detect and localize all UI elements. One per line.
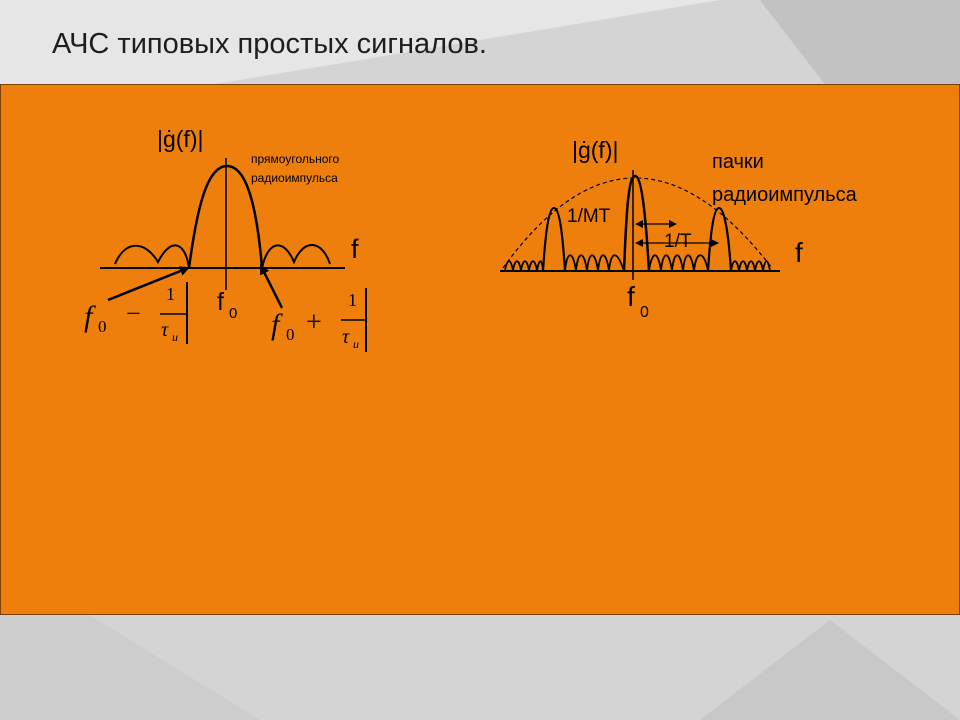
left-spectrum-diagram: |ġ(f)| прямоугольного радиоимпульса f f … (84, 126, 367, 352)
right-center-sub: 0 (640, 304, 649, 321)
right-center-label: f (627, 281, 635, 312)
formula-plus-num: 1 (348, 290, 357, 310)
left-side-lobe-2 (261, 244, 331, 269)
formula-minus-op: − (126, 299, 141, 328)
right-ripples-far-left (504, 260, 544, 272)
formula-minus-num: 1 (166, 284, 175, 304)
slide-title: АЧС типовых простых сигналов. (52, 28, 487, 60)
left-caption-line1: прямоугольного (251, 152, 340, 166)
right-right-peak (706, 206, 733, 272)
formula-minus-den-sub: и (172, 330, 178, 344)
formula-plus-op: + (306, 307, 322, 338)
left-center-sub: 0 (229, 305, 237, 322)
formula-plus-f: f (271, 308, 283, 341)
formula-plus-den: τ (342, 326, 350, 348)
content-panel (0, 84, 960, 615)
right-label-1-mt: 1/MT (567, 206, 611, 227)
left-main-lobe (187, 164, 264, 269)
right-ripples-left (564, 254, 625, 272)
right-left-peak (541, 206, 567, 272)
right-caption-line1: пачки (712, 151, 764, 173)
formula-f0-minus: f 0 − 1 τ и (84, 282, 188, 344)
right-caption-line2: радиоимпульса (712, 184, 858, 206)
formula-plus-sub: 0 (286, 325, 295, 344)
formula-plus-den-sub: и (353, 337, 359, 351)
right-y-label: |ġ(f)| (572, 137, 618, 163)
left-y-label: |ġ(f)| (157, 126, 203, 152)
formula-minus-sub: 0 (98, 317, 107, 336)
formula-f0-plus: f 0 + 1 τ и (271, 288, 367, 352)
left-caption-line2: радиоимпульса (251, 171, 338, 185)
right-spectrum-diagram: 1/MT 1/T |ġ(f)| пачки радиоимпульса f f … (500, 137, 858, 321)
right-label-1-t: 1/T (664, 231, 692, 252)
formula-minus-f: f (84, 300, 96, 333)
left-arrow-plus (259, 264, 284, 309)
left-x-label: f (351, 234, 359, 264)
right-x-label: f (795, 237, 803, 268)
right-ripples-right (648, 254, 709, 272)
left-center-label: f (217, 288, 224, 316)
left-arrow-minus (107, 266, 190, 302)
left-side-lobe-1 (114, 244, 190, 269)
right-ripples-far-right (730, 260, 771, 272)
formula-minus-den: τ (161, 319, 169, 341)
